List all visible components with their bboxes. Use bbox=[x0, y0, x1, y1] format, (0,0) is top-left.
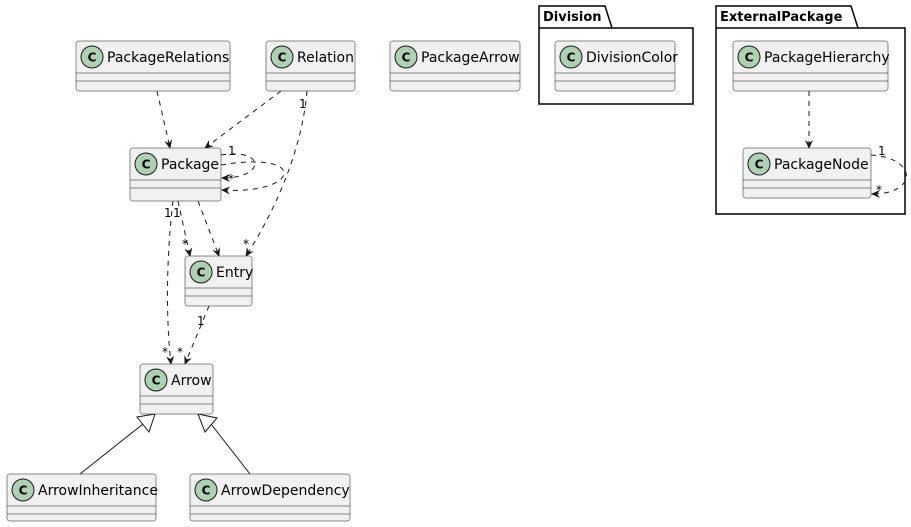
class-name: PackageNode bbox=[774, 157, 869, 173]
class-badge-letter: C bbox=[755, 158, 764, 172]
relation-packagenode-self bbox=[870, 154, 907, 198]
mult-package-arrow-from: 1 bbox=[164, 206, 172, 220]
class-relation[interactable]: C Relation bbox=[265, 40, 356, 92]
class-name: Arrow bbox=[171, 373, 212, 389]
class-box bbox=[742, 147, 872, 199]
class-name: Entry bbox=[216, 265, 253, 281]
class-badge-icon bbox=[189, 260, 213, 284]
class-packagerelations[interactable]: C PackageRelations bbox=[75, 40, 231, 92]
relation-relation-package-loop bbox=[220, 161, 285, 195]
mult-packagenode-self-from: 1 bbox=[878, 144, 886, 158]
class-name: ArrowInheritance bbox=[38, 483, 158, 499]
class-box bbox=[554, 40, 676, 92]
class-name: ArrowDependency bbox=[221, 483, 350, 499]
package-title-division: Division bbox=[543, 10, 602, 25]
class-badge-letter: C bbox=[19, 484, 28, 498]
class-name: PackageArrow bbox=[421, 50, 520, 66]
mult-packagenode-self-to: * bbox=[876, 183, 882, 197]
class-badge-icon bbox=[80, 45, 104, 69]
relations bbox=[79, 90, 907, 475]
class-name: Package bbox=[161, 157, 219, 173]
mult-package-self-to: * bbox=[228, 172, 234, 186]
multiplicity-labels: 1 * 1 * 1 * 1 * 1 * 1 * bbox=[162, 97, 886, 359]
class-badge-icon bbox=[11, 478, 35, 502]
relation-relation-entry bbox=[245, 90, 308, 257]
relation-entry-arrow bbox=[184, 305, 210, 365]
class-name: PackageHierarchy bbox=[764, 50, 890, 66]
relation-arrowdependency-arrow bbox=[210, 423, 251, 475]
relation-arrowinheritance-arrow bbox=[79, 423, 144, 475]
class-badge-icon bbox=[270, 45, 294, 69]
class-box bbox=[189, 473, 351, 522]
class-badge-letter: C bbox=[278, 51, 287, 65]
mult-package-entry-from: 1 bbox=[173, 206, 181, 220]
class-badge-icon bbox=[737, 45, 761, 69]
class-box bbox=[732, 40, 889, 92]
class-arrowdependency[interactable]: C ArrowDependency bbox=[189, 473, 351, 522]
class-box bbox=[389, 40, 521, 92]
package-external: ExternalPackage bbox=[715, 5, 906, 215]
class-badge-icon bbox=[194, 478, 218, 502]
class-packagenode[interactable]: C PackageNode bbox=[742, 147, 872, 199]
class-name: DivisionColor bbox=[586, 50, 678, 66]
mult-relation-entry-to: * bbox=[243, 237, 249, 251]
class-badge-letter: C bbox=[202, 484, 211, 498]
class-packagearrow[interactable]: C PackageArrow bbox=[389, 40, 521, 92]
package-title-external: ExternalPackage bbox=[720, 10, 843, 25]
relation-package-arrow bbox=[166, 200, 175, 365]
class-badge-letter: C bbox=[402, 51, 411, 65]
class-package[interactable]: C Package bbox=[129, 147, 222, 202]
mult-package-self-from: 1 bbox=[228, 144, 236, 158]
class-box bbox=[6, 473, 157, 522]
class-badge-letter: C bbox=[88, 51, 97, 65]
mult-package-entry-to: * bbox=[182, 237, 188, 251]
class-name: Relation bbox=[297, 50, 354, 66]
class-badge-letter: C bbox=[152, 374, 161, 388]
class-badge-icon bbox=[747, 152, 771, 176]
class-box bbox=[75, 40, 231, 92]
class-divisioncolor[interactable]: C DivisionColor bbox=[554, 40, 678, 92]
class-packagehierarchy[interactable]: C PackageHierarchy bbox=[732, 40, 890, 92]
class-arrowinheritance[interactable]: C ArrowInheritance bbox=[6, 473, 158, 522]
class-arrow[interactable]: C Arrow bbox=[139, 363, 214, 415]
inheritance-triangle-left bbox=[136, 413, 156, 434]
class-badge-letter: C bbox=[197, 266, 206, 280]
mult-entry-arrow-to: * bbox=[177, 345, 183, 359]
relation-package-self bbox=[220, 153, 256, 182]
class-badge-letter: C bbox=[567, 51, 576, 65]
class-entry[interactable]: C Entry bbox=[184, 255, 253, 307]
class-badge-icon bbox=[134, 152, 158, 176]
mult-entry-arrow-from: 1 bbox=[197, 314, 205, 328]
class-badge-letter: C bbox=[142, 158, 151, 172]
class-badge-icon bbox=[394, 45, 418, 69]
inheritance-triangle-right bbox=[197, 413, 218, 433]
mult-package-arrow-to: * bbox=[162, 345, 168, 359]
class-name: PackageRelations bbox=[107, 50, 229, 66]
relation-relation-package bbox=[204, 90, 282, 149]
relation-package-entry bbox=[197, 200, 220, 257]
class-badge-letter: C bbox=[745, 51, 754, 65]
class-badge-icon bbox=[559, 45, 583, 69]
relation-packagerelations-package bbox=[156, 90, 173, 149]
class-badge-icon bbox=[144, 368, 168, 392]
mult-relation-entry-from: 1 bbox=[299, 97, 307, 111]
package-division: Division bbox=[538, 5, 694, 105]
